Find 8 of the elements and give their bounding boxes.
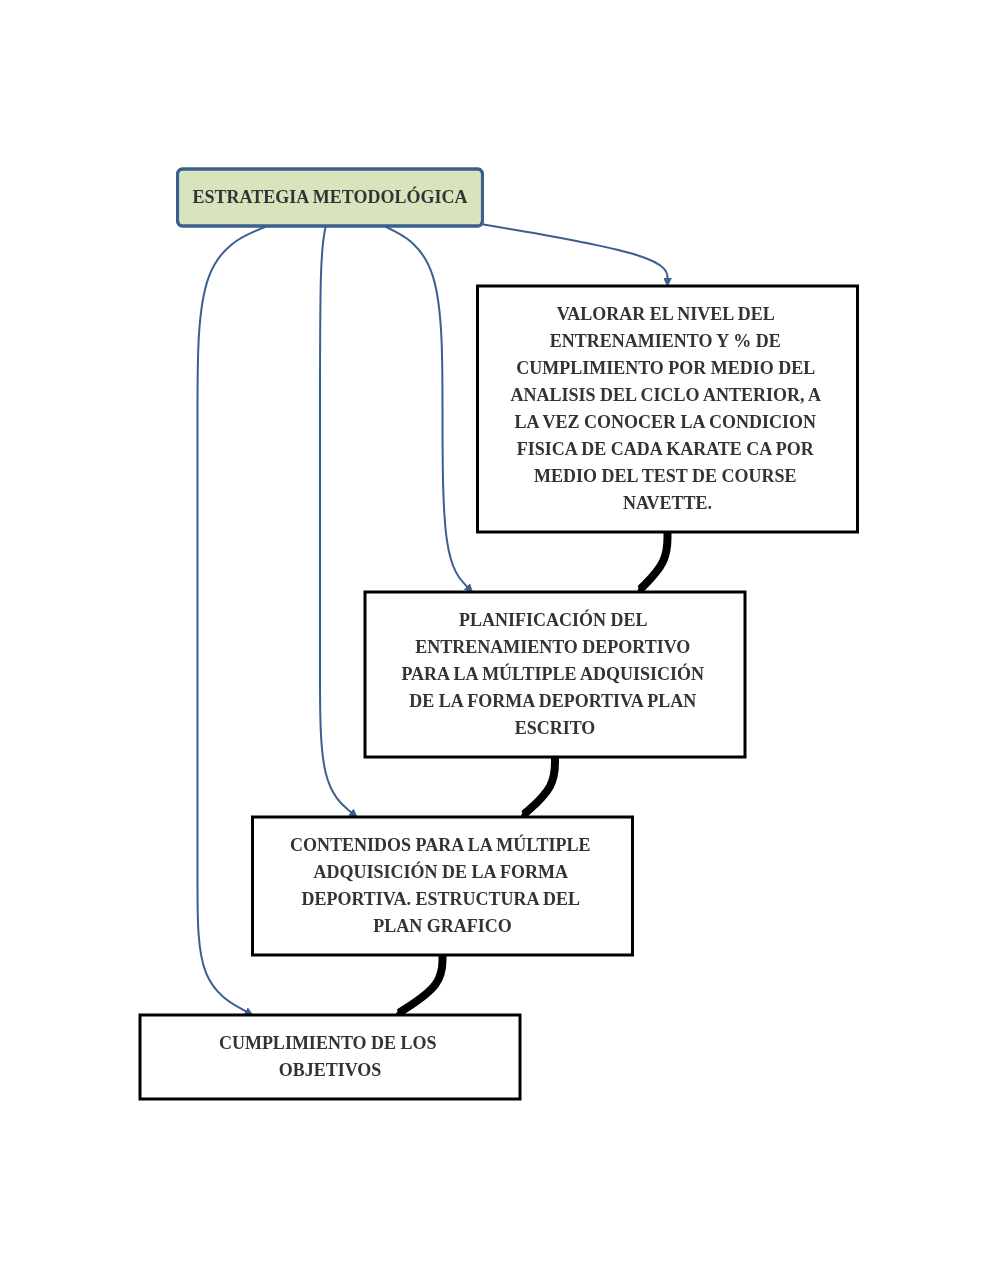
arrow [481, 223, 673, 287]
node-box: VALORAR EL NIVEL DEL ENTRENAMIENTO Y % DE CUMPLIMIENTO POR MEDIO DEL ANALISIS DEL CICLO ANTERIOR, A LA VEZ CONOCER LA CONDICION FISICA DE CADA KARATE CA POR MEDIO DEL TEST DE COURSE NAVETTE. [476, 284, 860, 534]
node-box: CONTENIDOS PARA LA MÚLTIPLE ADQUISICIÓN DE LA FORMA DEPORTIVA. ESTRUCTURA DEL PLAN GRAFICO [251, 815, 635, 957]
arrow [395, 955, 447, 1017]
arrow [637, 532, 672, 593]
node-box: PLANIFICACIÓN DEL ENTRENAMIENTO DEPORTIVO PARA LA MÚLTIPLE ADQUISICIÓN DE LA FORMA DEPORTIVA PLAN ESCRITO [363, 590, 747, 759]
arrow [520, 757, 560, 818]
node-box: CUMPLIMIENTO DE LOS OBJETIVOS [138, 1013, 522, 1101]
